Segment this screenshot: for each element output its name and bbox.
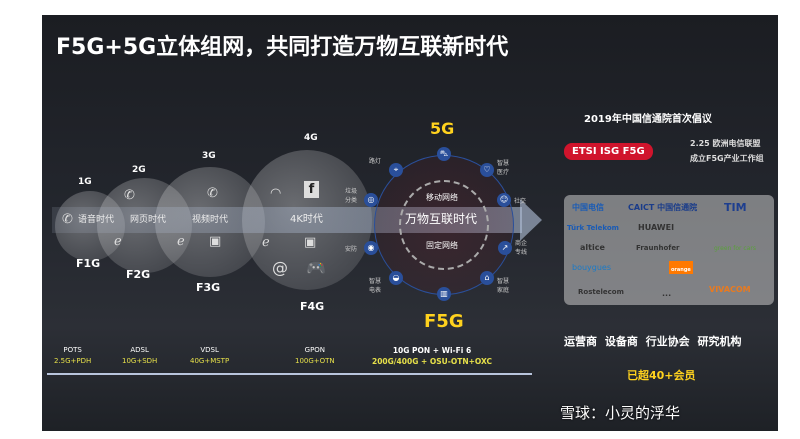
user-icon: ☺ [497, 193, 511, 207]
phone-icon: ✆ [62, 212, 73, 227]
category-association: 行业协会 [645, 335, 690, 348]
logo-rostelecom: Rostelecom [578, 288, 624, 296]
tl-top: GPON [304, 346, 326, 354]
node-label: 安防 [345, 246, 358, 253]
timeline-arrow [47, 373, 532, 375]
gen-f3g: F3G [196, 281, 221, 294]
tl-bottom: 100G+OTN [295, 357, 335, 365]
etsi-note-2: 成立F5G产业工作组 [690, 154, 764, 163]
category-operator: 运营商 [564, 335, 597, 348]
gen-1g: 1G [78, 177, 92, 187]
etsi-note-1: 2.25 欧洲电信联盟 [690, 139, 761, 148]
ie-icon: ℯ [177, 234, 185, 249]
logo-vivacom: VIVACOM [709, 285, 751, 294]
building-icon: ▥ [437, 287, 451, 301]
home-icon: ⌂ [480, 271, 494, 285]
tl-top: VDSL [200, 346, 219, 354]
era-4k: 4K时代 [290, 214, 323, 225]
timeline-10gpon: 10G PON + Wi-Fi 6 200G/400G + OSU-OTN+OXC [372, 345, 492, 367]
slide-title: F5G+5G立体组网，共同打造万物互联新时代 [56, 35, 509, 60]
ie-icon: ℯ [114, 234, 122, 249]
node-label: 商企专线 [515, 240, 528, 256]
era-video: 视频时代 [192, 215, 229, 225]
node-label: 智慧医疗 [497, 160, 510, 176]
label-f5g: F5G [424, 311, 464, 332]
gen-f1g: F1G [76, 257, 101, 270]
timeline-pots: POTS 2.5G+PDH [54, 345, 91, 367]
dashed-ring [399, 180, 489, 270]
tl-bottom: 2.5G+PDH [54, 357, 92, 365]
phone-icon: ✆ [207, 186, 218, 201]
tl-top: POTS [63, 346, 82, 354]
etsi-notes: 2.25 欧洲电信联盟 成立F5G产业工作组 [690, 137, 776, 165]
gen-4g: 4G [304, 133, 318, 143]
timeline-adsl: ADSL 10G+SDH [122, 345, 157, 367]
camera-icon: ◉ [364, 241, 378, 255]
logo-green-for-cars: green for cars [714, 245, 756, 252]
gen-3g: 3G [202, 151, 216, 161]
fixed-network: 固定网络 [426, 241, 458, 250]
era-web: 网页时代 [130, 215, 167, 225]
gen-f2g: F2G [126, 268, 151, 281]
logo-orange: orange [669, 261, 693, 274]
node-label: 智慧家庭 [497, 278, 510, 294]
node-label: 路灯 [369, 158, 382, 165]
category-research: 研究机构 [697, 335, 742, 348]
slide: F5G+5G立体组网，共同打造万物互联新时代 1G 2G 3G 4G 语音时代 … [42, 15, 778, 431]
tl-top: ADSL [130, 346, 149, 354]
logo-huawei: HUAWEI [638, 223, 675, 232]
member-count: 已超40+会员 [627, 369, 696, 382]
label-5g: 5G [430, 119, 455, 138]
phone-icon: ✆ [124, 188, 135, 203]
node-label: 垃圾分类 [345, 188, 358, 204]
logo-bouygues: bouygues [572, 263, 612, 272]
logo-china-telecom: 中国电信 [572, 203, 604, 212]
arrow-head [520, 199, 542, 241]
gamepad-icon: 🎮 [306, 258, 326, 277]
timeline-gpon: GPON 100G+OTN [295, 345, 335, 367]
film-icon: ▣ [209, 234, 222, 249]
gen-f4g: F4G [300, 300, 325, 313]
logo-altice: altice [580, 243, 605, 252]
watermark: 雪球：小灵的浮华 [560, 404, 681, 422]
handshake-icon: ♡ [480, 163, 494, 177]
logo-turk-telekom: Türk Telekom [567, 224, 619, 232]
tl-bottom: 200G/400G + OSU-OTN+OXC [372, 357, 493, 366]
logo-caict: CAICT 中国信通院 [628, 203, 698, 212]
logo-fraunhofer: Fraunhofer [636, 244, 680, 252]
logo-tim: TIM [724, 201, 747, 214]
member-logos-panel: 中国电信 CAICT 中国信通院 TIM Türk Telekom HUAWEI… [564, 195, 774, 305]
category-vendor: 设备商 [604, 335, 638, 348]
meter-icon: ◒ [389, 271, 403, 285]
tl-bottom: 40G+MSTP [190, 357, 230, 365]
tl-bottom: 10G+SDH [122, 357, 158, 365]
member-categories: 运营商 设备商 行业协会 研究机构 [564, 335, 742, 349]
email-icon: @ [272, 258, 288, 277]
film-icon: ▣ [304, 235, 317, 250]
caict-heading: 2019年中国信通院首次倡议 [584, 114, 712, 125]
car-icon: ⛍ [437, 147, 451, 161]
location-icon: ⌖ [389, 163, 403, 177]
lifebuoy-icon: ◎ [364, 193, 378, 207]
chart-icon: ↗ [498, 241, 512, 255]
ie-icon: ℯ [262, 235, 270, 250]
era-voice: 语音时代 [78, 215, 115, 225]
more-logos: ... [662, 289, 672, 298]
node-label: 社交 [514, 198, 527, 205]
node-label: 智慧电表 [369, 278, 382, 294]
tl-top: 10G PON + Wi-Fi 6 [392, 346, 472, 355]
iot-era: 万物互联时代 [405, 212, 478, 226]
gen-2g: 2G [132, 165, 146, 175]
gauge-icon: ◠ [270, 186, 282, 201]
facebook-icon: f [304, 181, 319, 198]
etsi-badge: ETSI ISG F5G [564, 143, 653, 160]
mobile-network: 移动网络 [426, 193, 458, 202]
timeline-vdsl: VDSL 40G+MSTP [190, 345, 229, 367]
